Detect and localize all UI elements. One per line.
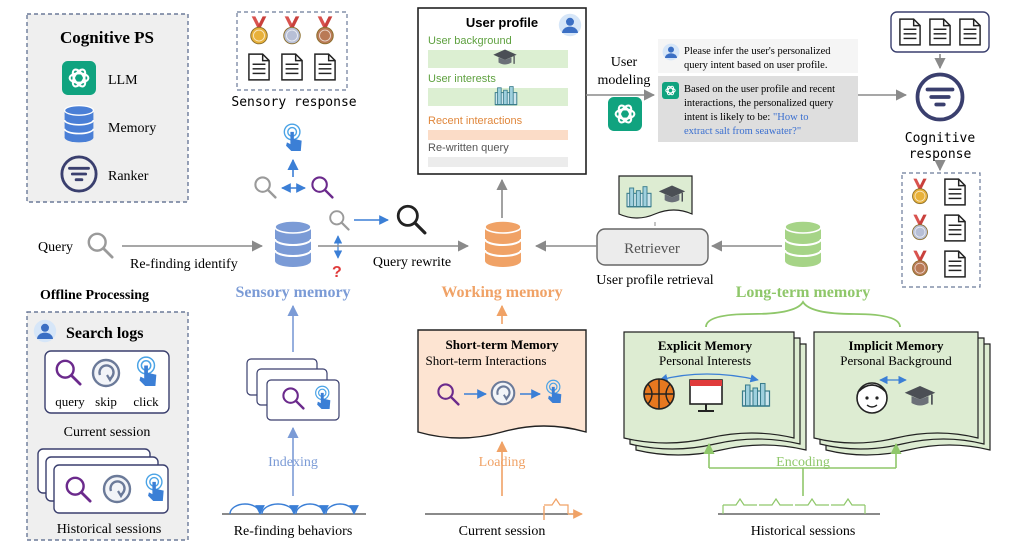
user-profile-panel: User profile User background User intere… <box>417 7 587 175</box>
working-memory-database-icon <box>483 219 523 269</box>
retriever-docs-card <box>618 175 693 219</box>
sensory-document-icon <box>281 53 303 81</box>
memory-database-icon <box>63 104 95 144</box>
skip-action-icon <box>91 358 121 388</box>
rewrite-search-dark-icon <box>396 204 427 235</box>
explicit-memory-card: Explicit Memory Personal Interests <box>623 331 807 456</box>
cognitive-response-line-1: Cognitive <box>905 131 976 146</box>
prompt-line-1: Please infer the user's personalized <box>684 46 831 57</box>
response-line-3: intent is likely to be: "How to <box>684 112 808 123</box>
result-document-icon <box>929 18 951 46</box>
retriever-label: Retriever <box>624 241 680 257</box>
query-search-icon <box>87 232 114 259</box>
cognitive-ranker-icon <box>915 72 965 122</box>
refinding-identify-label: Re-finding identify <box>130 257 238 272</box>
result-document-icon <box>944 250 966 278</box>
cognitive-ps-memory-label: Memory <box>108 121 156 136</box>
offline-historical-sessions-label: Historical sessions <box>57 522 162 537</box>
refinding-arcs <box>222 503 366 515</box>
sensory-response-label: Sensory response <box>231 95 356 110</box>
sensory-memory-title: Sensory memory <box>235 284 350 301</box>
user-profile-avatar-icon <box>558 13 582 37</box>
longterm-memory-title: Long-term memory <box>736 284 871 301</box>
response-highlight-1: "How to <box>773 112 809 123</box>
face-icon <box>856 382 888 414</box>
sensory-search-grey-icon <box>254 176 277 199</box>
result-document-icon <box>899 18 921 46</box>
response-line-3-text: intent is likely to be: <box>684 112 773 123</box>
implicit-memory-subtitle: Personal Background <box>840 353 952 368</box>
query-rewrite-label: Query rewrite <box>373 255 451 270</box>
search-logs-title: Search logs <box>66 325 143 342</box>
sensory-response-box <box>236 11 348 91</box>
monitor-icon <box>689 379 723 412</box>
profile-field-background: User background <box>428 35 512 47</box>
explicit-memory-subtitle: Personal Interests <box>659 353 751 368</box>
refinding-behaviors-label: Re-finding behaviors <box>234 524 353 539</box>
cognitive-ps-ranker-label: Ranker <box>108 169 149 184</box>
cognitive-ps-panel: Cognitive PS LLM Memory Ranker <box>26 13 189 203</box>
sensory-click-icon <box>283 123 303 152</box>
top-right-documents <box>890 11 990 53</box>
stm-subtitle: Short-term Interactions <box>426 353 547 368</box>
response-highlight-2: extract salt from seawater?" <box>684 126 801 137</box>
history-skip-icon <box>102 474 132 504</box>
response-line-2: interactions, the personalized query <box>684 98 834 109</box>
cognitive-ps-llm-label: LLM <box>108 73 138 88</box>
indexing-label: Indexing <box>268 455 318 470</box>
sensory-stacked-cards <box>246 358 340 421</box>
rewrite-search-grey-icon <box>329 210 350 231</box>
offline-current-session-label: Current session <box>64 425 151 440</box>
user-modeling-label-2: modeling <box>598 73 651 88</box>
sensory-document-icon <box>314 53 336 81</box>
short-term-memory-card: Short-term Memory Short-term Interaction… <box>417 329 587 439</box>
modeling-dialog: Please infer the user's personalized que… <box>658 39 858 142</box>
result-document-icon <box>944 214 966 242</box>
question-mark-icon: ? <box>332 264 342 281</box>
cognitive-ps-title: Cognitive PS <box>60 28 154 47</box>
user-modeling-label-1: User <box>611 55 638 70</box>
sensory-document-icon <box>248 53 270 81</box>
sensory-search-purple-icon <box>311 176 334 199</box>
profile-field-interests: User interests <box>428 73 496 85</box>
profile-field-recent: Recent interactions <box>428 115 523 127</box>
retriever-caption: User profile retrieval <box>596 273 713 288</box>
longterm-historical-sessions-label: Historical sessions <box>751 524 856 539</box>
stm-title: Short-term Memory <box>446 337 559 352</box>
working-current-session-label: Current session <box>459 524 546 539</box>
loading-label: Loading <box>479 455 526 470</box>
query-label: Query <box>38 240 73 255</box>
response-line-1: Based on the user profile and recent <box>684 84 835 95</box>
encoding-label: Encoding <box>776 455 830 470</box>
current-session-timeline <box>425 497 583 520</box>
cognitive-response-box <box>901 172 981 288</box>
user-profile-title: User profile <box>466 15 538 30</box>
longterm-memory-database-icon <box>783 219 823 269</box>
action-skip-label: skip <box>95 394 117 409</box>
stm-skip-icon <box>490 380 516 406</box>
search-logs-user-icon <box>33 319 57 343</box>
action-click-label: click <box>133 394 159 409</box>
historical-sessions-timeline <box>718 497 880 515</box>
explicit-memory-title: Explicit Memory <box>658 338 753 353</box>
working-memory-title: Working memory <box>441 284 562 301</box>
longterm-brace <box>705 300 901 328</box>
response-llm-icon <box>662 82 679 99</box>
cognitive-response-line-2: response <box>909 147 972 162</box>
modeling-llm-icon <box>608 97 642 131</box>
result-document-icon <box>959 18 981 46</box>
implicit-memory-title: Implicit Memory <box>849 338 944 353</box>
prompt-line-2: query intent based on user profile. <box>684 60 827 71</box>
profile-field-rewritten: Re-written query <box>428 142 509 154</box>
search-logs-panel: Search logs query skip click Current ses… <box>26 311 189 541</box>
sensory-memory-database-icon <box>273 219 313 269</box>
basketball-icon <box>643 378 675 410</box>
prompt-user-icon <box>662 43 680 61</box>
implicit-memory-card: Implicit Memory Personal Background <box>813 331 991 456</box>
llm-icon <box>62 61 96 95</box>
retriever-button: Retriever <box>596 228 709 266</box>
offline-processing-label: Offline Processing <box>40 288 149 303</box>
action-query-label: query <box>55 394 85 409</box>
result-document-icon <box>944 178 966 206</box>
